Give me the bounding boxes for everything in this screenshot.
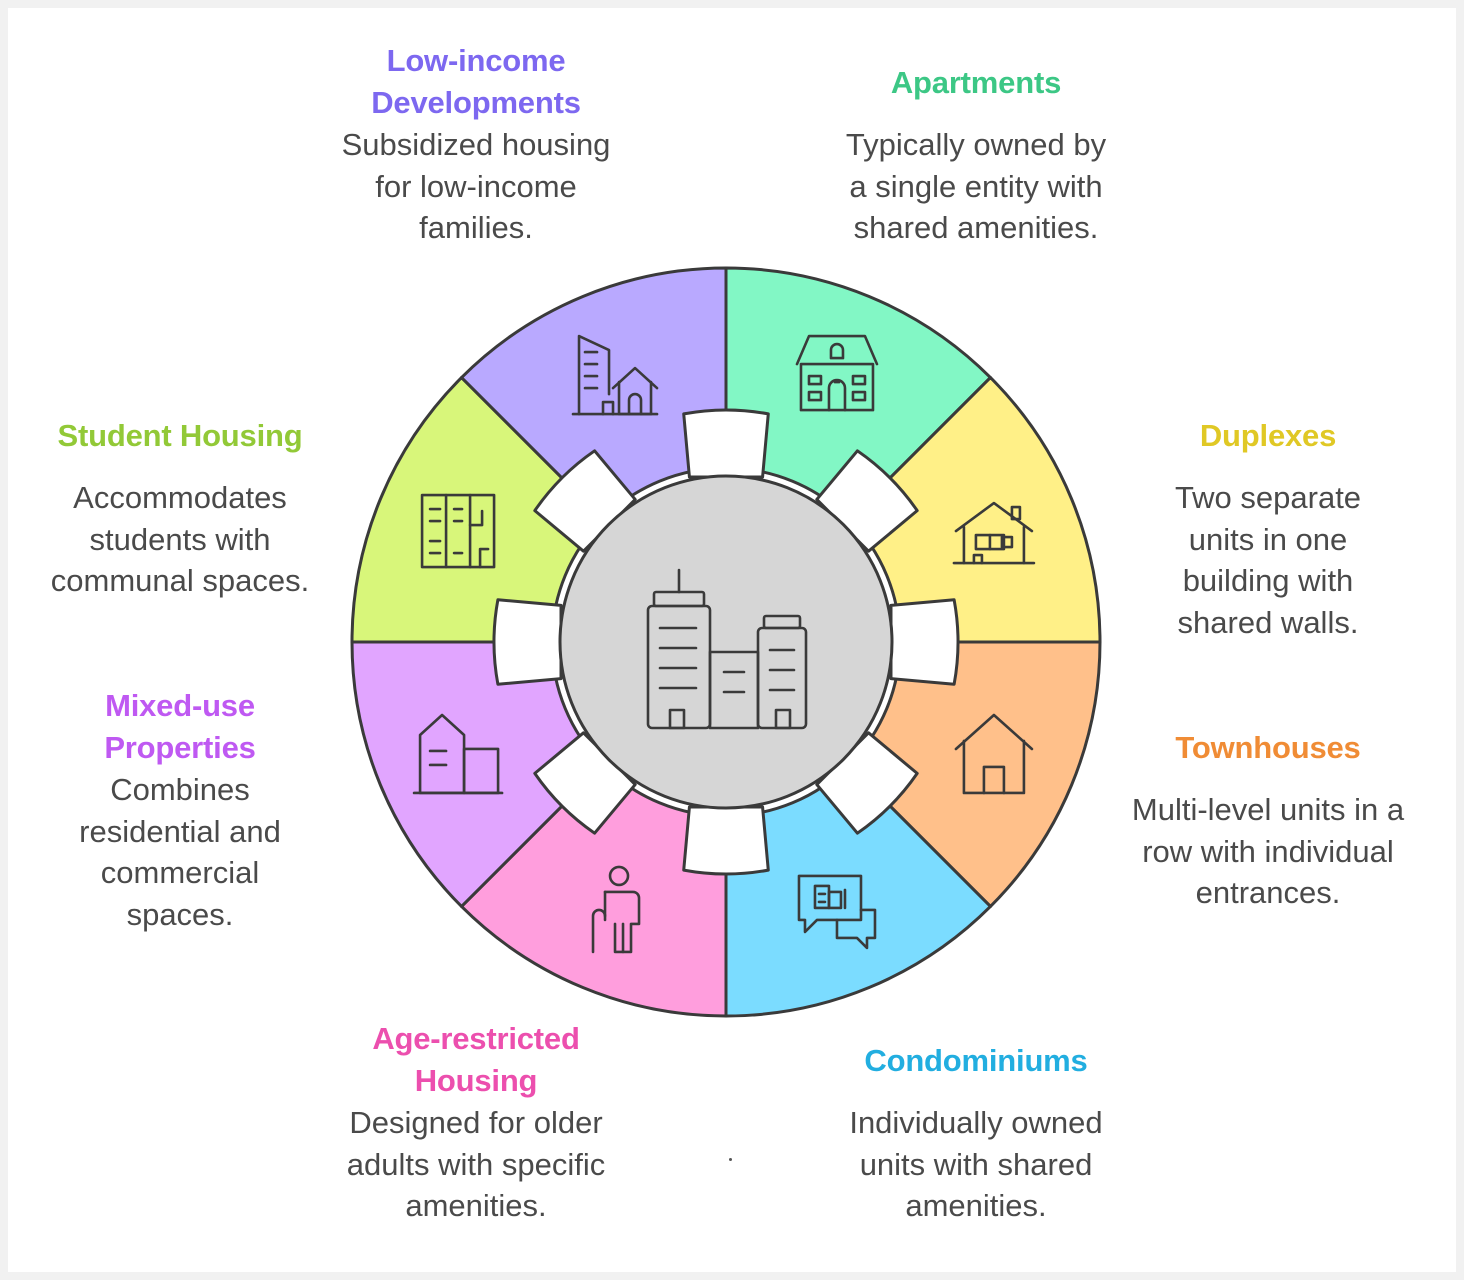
dormitory-icon <box>420 493 496 569</box>
segment-mixed_use <box>350 640 605 908</box>
title-low-income: Low-income Developments <box>371 43 581 120</box>
title-duplexes: Duplexes <box>1199 418 1337 453</box>
separator-tab <box>533 731 637 835</box>
label-low-income: Low-income Developments Subsidized housi… <box>326 40 626 249</box>
label-apartments: Apartments Typically owned by a single e… <box>826 62 1126 249</box>
title-condominiums: Condominiums <box>864 1043 1088 1078</box>
segment-student_housing <box>350 376 605 644</box>
desc-apartments: Typically owned by a single entity with … <box>845 127 1107 246</box>
building-chat-icon <box>797 874 877 950</box>
desc-duplexes: Two separate units in one building with … <box>1174 480 1362 640</box>
stray-dot <box>729 1158 732 1161</box>
house-icon <box>952 501 1036 565</box>
segment-condominiums <box>724 763 992 1018</box>
separator-tab <box>815 449 919 553</box>
label-age-restricted: Age-restricted Housing Designed for olde… <box>326 1018 626 1227</box>
desc-age-restricted: Designed for older adults with specific … <box>346 1105 606 1224</box>
separator-tab <box>889 598 960 686</box>
housing-wheel <box>350 266 1102 1018</box>
title-apartments: Apartments <box>890 65 1062 100</box>
desc-low-income: Subsidized housing for low-income famili… <box>341 127 611 246</box>
separator-tab <box>815 731 919 835</box>
mixed-buildings-icon <box>412 713 504 795</box>
label-duplexes: Duplexes Two separate units in one build… <box>1118 415 1418 643</box>
center-hub <box>558 474 894 810</box>
infographic-canvas: Low-income Developments Subsidized housi… <box>8 8 1456 1272</box>
label-mixed-use: Mixed-use Properties Combines residentia… <box>30 685 330 935</box>
label-townhouses: Townhouses Multi-level units in a row wi… <box>1118 727 1418 914</box>
home-outline-icon <box>954 713 1034 795</box>
city-buildings-icon <box>646 568 808 730</box>
segment-age_restricted <box>460 763 728 1018</box>
segment-apartments <box>724 266 992 521</box>
separator-tab <box>492 598 563 686</box>
desc-townhouses: Multi-level units in a row with individu… <box>1131 792 1405 911</box>
title-student-housing: Student Housing <box>57 418 303 453</box>
title-townhouses: Townhouses <box>1175 730 1361 765</box>
label-condominiums: Condominiums Individually owned units wi… <box>826 1040 1126 1227</box>
desc-condominiums: Individually owned units with shared ame… <box>849 1105 1103 1224</box>
skyscraper-house-icon <box>571 334 659 416</box>
elderly-person-icon <box>591 865 641 954</box>
separator-tab <box>682 805 770 876</box>
apartment-building-icon <box>795 334 879 412</box>
label-student-housing: Student Housing Accommodates students wi… <box>30 415 330 602</box>
separator-tab <box>682 408 770 479</box>
segment-low_income <box>460 266 728 521</box>
desc-mixed-use: Combines residential and commercial spac… <box>79 772 281 932</box>
segment-townhouses <box>847 640 1102 908</box>
segment-duplexes <box>847 376 1102 644</box>
title-age-restricted: Age-restricted Housing <box>372 1021 580 1098</box>
desc-student-housing: Accommodates students with communal spac… <box>50 480 310 599</box>
separator-tab <box>533 449 637 553</box>
title-mixed-use: Mixed-use Properties <box>104 688 256 765</box>
